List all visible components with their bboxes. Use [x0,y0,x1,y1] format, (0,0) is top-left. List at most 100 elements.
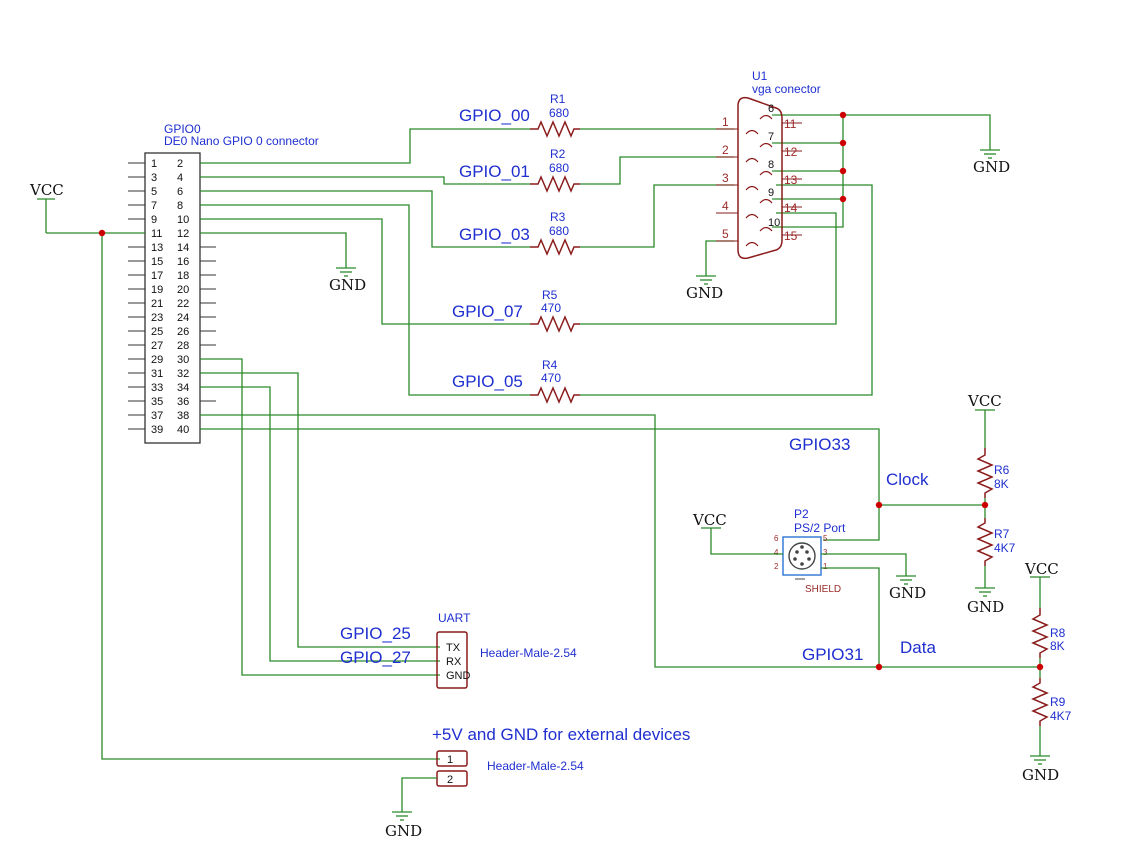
ps2-pin-number: 5 [823,534,828,543]
gnd-label-clock: GND [967,598,1004,616]
gpio-pin-left: 23 [151,312,163,324]
gpio-pin-right: 22 [177,298,189,310]
r6-ref: R6 [994,463,1010,477]
gpio-pin-right: 38 [177,410,189,422]
vga-pin-mid: 6 [768,103,774,115]
ps2-pin-number: 3 [823,548,828,557]
net-gpio27: GPIO_27 [340,648,411,667]
ext-power-header: +5V and GND for external devices 1 2 Hea… [385,725,690,840]
gpio-pin-left: 35 [151,396,163,408]
gnd-label-vga-left: GND [686,284,723,302]
vcc-ps2-label: VCC [692,511,727,529]
gpio-pin-left: 27 [151,340,163,352]
r5-ref: R5 [542,288,558,302]
gpio-pin-right: 36 [177,396,189,408]
r5-value: 470 [541,301,561,315]
header-wires [200,128,1040,676]
r9-value: 4K7 [1050,709,1072,723]
r8-value: 8K [1050,639,1065,653]
gpio-pin-left: 17 [151,270,163,282]
vga-pin-mid: 10 [768,217,780,229]
gpio-pin-left: 11 [151,228,162,240]
ext-pin-2: 2 [447,774,453,786]
vga-pin-right: 12 [784,145,798,159]
r8-ref: R8 [1050,626,1066,640]
vga-pin-left: 1 [722,115,729,129]
gnd-label-ext: GND [385,822,422,840]
uart-body [436,631,468,689]
vga-name: vga conector [752,82,821,96]
r2-value: 680 [549,161,569,175]
r1-value: 680 [549,106,569,120]
gpio-pin-left: 29 [151,354,163,366]
resistor-r3: R3 680 [530,210,580,256]
gpio-pin-left: 33 [151,382,163,394]
gpio-pin-right: 28 [177,340,189,352]
gpio-header-name: DE0 Nano GPIO 0 connector [164,134,319,148]
r1-ref: R1 [550,92,566,106]
gpio-header-body [144,152,201,444]
vga-pin-socket [759,198,773,204]
ps2-body [782,536,822,576]
net-gpio25: GPIO_25 [340,624,411,643]
data-network: VCC GND R8 8K R9 4K7 [1022,560,1072,784]
gpio-pin-right: 14 [177,242,189,254]
gpio-pin-left: 3 [151,172,157,184]
r9-ref: R9 [1050,695,1066,709]
net-data: Data [900,638,936,657]
net-gpio31: GPIO31 [802,645,863,664]
ext-pin-1: 1 [447,754,453,766]
vga-pin-socket [759,114,773,120]
gpio-pin-right: 6 [177,186,183,198]
gpio-pin-left: 13 [151,242,163,254]
ps2-pin-number: 6 [774,534,779,543]
vga-pin-socket [759,170,773,176]
vga-pin-socket [745,129,759,135]
vga-ref: U1 [752,69,768,83]
gpio-pin-right: 26 [177,326,189,338]
vga-pin-right: 13 [784,173,798,187]
vcc-left: VCC [29,181,440,760]
vga-pin-right: 11 [784,117,797,131]
vga-pin-left: 4 [722,199,729,213]
vga-body [737,96,783,260]
gpio-header-ref: GPIO0 [164,122,201,136]
vga-pin-mid: 7 [768,131,774,143]
gnd-label-ps2: GND [889,584,926,602]
uart-footprint: Header-Male-2.54 [480,646,577,660]
gpio-pin-left: 39 [151,424,163,436]
net-labels: GPIO_00 GPIO_01 GPIO_03 GPIO_07 GPIO_05 … [340,106,936,667]
gnd-label-gpio: GND [329,276,366,294]
vga-pin-mid: 9 [768,187,774,199]
gpio-pin-left: 25 [151,326,163,338]
clock-network: VCC GND R6 8K R7 4K7 [879,392,1016,616]
gpio-pin-right: 16 [177,256,189,268]
gpio-pin-left: 7 [151,200,157,212]
gpio-pin-left: 1 [151,158,157,170]
gpio-pin-left: 37 [151,410,163,422]
ps2-pin-number: 4 [774,548,779,557]
gpio-pin-left: 15 [151,256,163,268]
net-gpio00: GPIO_00 [459,106,530,125]
ext-header-caption: +5V and GND for external devices [432,725,690,744]
resistor-r1: R1 680 [530,92,580,138]
net-gpio07: GPIO_07 [452,302,523,321]
gpio-pin-right: 34 [177,382,189,394]
gpio-pin-left: 5 [151,186,157,198]
r4-ref: R4 [542,358,558,372]
ext-footprint: Header-Male-2.54 [487,759,584,773]
gpio-pin-left: 21 [151,298,163,310]
vga-pin-socket [759,142,773,148]
gpio-pin-left: 31 [151,368,163,380]
vga-pin-left: 3 [722,171,729,185]
vga-pin-socket [745,241,759,247]
r6-value: 8K [994,477,1009,491]
net-gpio33: GPIO33 [789,435,850,454]
uart-pin-gnd: GND [446,670,471,682]
vga-pin-right: 15 [784,229,798,243]
resistor-r2: R2 680 [530,147,580,193]
